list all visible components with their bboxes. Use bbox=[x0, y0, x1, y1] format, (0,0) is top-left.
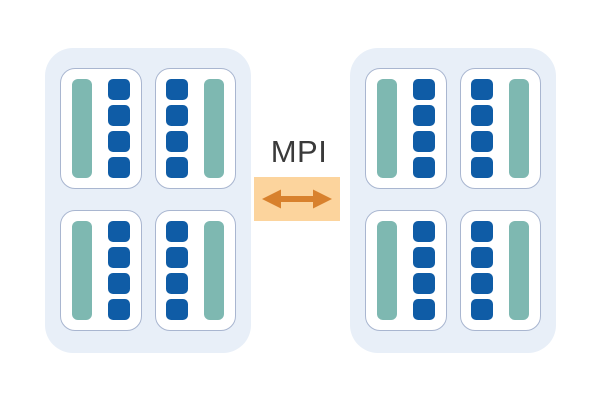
socket-card bbox=[60, 210, 142, 331]
core-column bbox=[471, 79, 494, 178]
core-column bbox=[166, 221, 189, 320]
socket-card bbox=[365, 210, 447, 331]
cpu-core-square bbox=[471, 299, 494, 320]
cpu-core-square bbox=[166, 299, 189, 320]
core-column bbox=[166, 79, 189, 178]
memory-bar bbox=[71, 221, 92, 320]
cpu-core-square bbox=[107, 79, 130, 100]
cpu-core-square bbox=[471, 157, 494, 178]
mpi-double-arrow-icon bbox=[262, 189, 332, 209]
cpu-core-square bbox=[166, 273, 189, 294]
cpu-core-square bbox=[107, 247, 130, 268]
socket-card bbox=[459, 210, 541, 331]
cpu-core-square bbox=[471, 247, 494, 268]
cpu-core-square bbox=[471, 131, 494, 152]
cpu-core-square bbox=[107, 299, 130, 320]
cpu-core-square bbox=[166, 247, 189, 268]
cpu-core-square bbox=[166, 221, 189, 242]
memory-bar bbox=[204, 79, 225, 178]
cpu-core-square bbox=[412, 273, 435, 294]
socket-card bbox=[60, 68, 142, 189]
cpu-core-square bbox=[107, 157, 130, 178]
memory-bar bbox=[204, 221, 225, 320]
core-column bbox=[412, 79, 435, 178]
cpu-core-square bbox=[412, 247, 435, 268]
memory-bar bbox=[509, 79, 530, 178]
core-column bbox=[107, 221, 130, 320]
mpi-link-box bbox=[254, 177, 340, 221]
cpu-core-square bbox=[166, 105, 189, 126]
cpu-core-square bbox=[166, 131, 189, 152]
cpu-core-square bbox=[412, 299, 435, 320]
cpu-core-square bbox=[471, 221, 494, 242]
cpu-core-square bbox=[412, 105, 435, 126]
socket-card bbox=[154, 68, 236, 189]
socket-card bbox=[459, 68, 541, 189]
cpu-core-square bbox=[412, 131, 435, 152]
cpu-core-square bbox=[471, 79, 494, 100]
cpu-core-square bbox=[412, 221, 435, 242]
cpu-core-square bbox=[471, 105, 494, 126]
cpu-core-square bbox=[412, 79, 435, 100]
cpu-core-square bbox=[107, 221, 130, 242]
socket-card bbox=[365, 68, 447, 189]
socket-card bbox=[154, 210, 236, 331]
cpu-core-square bbox=[107, 273, 130, 294]
cpu-core-square bbox=[471, 273, 494, 294]
memory-bar bbox=[71, 79, 92, 178]
cpu-core-square bbox=[166, 157, 189, 178]
memory-bar bbox=[376, 79, 397, 178]
memory-bar bbox=[376, 221, 397, 320]
cpu-core-square bbox=[107, 105, 130, 126]
cpu-core-square bbox=[412, 157, 435, 178]
cpu-core-square bbox=[166, 79, 189, 100]
core-column bbox=[412, 221, 435, 320]
memory-bar bbox=[509, 221, 530, 320]
core-column bbox=[471, 221, 494, 320]
mpi-label: MPI bbox=[270, 134, 328, 169]
core-column bbox=[107, 79, 130, 178]
compute-node-left bbox=[45, 48, 251, 353]
cpu-core-square bbox=[107, 131, 130, 152]
compute-node-right bbox=[350, 48, 556, 353]
